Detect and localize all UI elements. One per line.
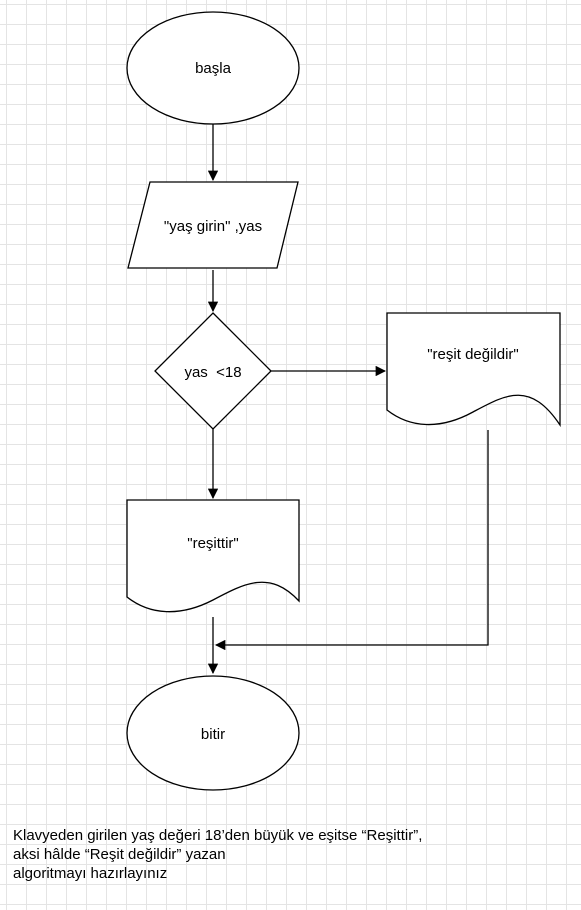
task-description: Klavyeden girilen yaş değeri 18’den büyü… [13,826,573,883]
input-node: "yaş girin" ,yas [127,181,299,269]
output-adult-node: "reşittir" [126,499,300,613]
decision-label: yas <18 [184,364,241,381]
edge-not-adult-to-end [214,430,489,651]
start-label: başla [195,60,232,77]
task-line-2: aksi hâlde “Reşit değildir” yazan [13,846,226,863]
start-node: başla [126,11,300,125]
task-line-1: Klavyeden girilen yaş değeri 18’den büyü… [13,827,423,844]
output-not-adult-label: "reşit değildir" [427,346,519,363]
decision-node: yas <18 [154,312,272,430]
output-not-adult-node: "reşit değildir" [386,312,561,428]
end-label: bitir [201,726,225,743]
output-adult-label: "reşittir" [187,535,238,552]
task-line-3: algoritmayı hazırlayınız [13,865,168,882]
end-node: bitir [126,675,300,791]
input-label: "yaş girin" ,yas [164,218,262,235]
